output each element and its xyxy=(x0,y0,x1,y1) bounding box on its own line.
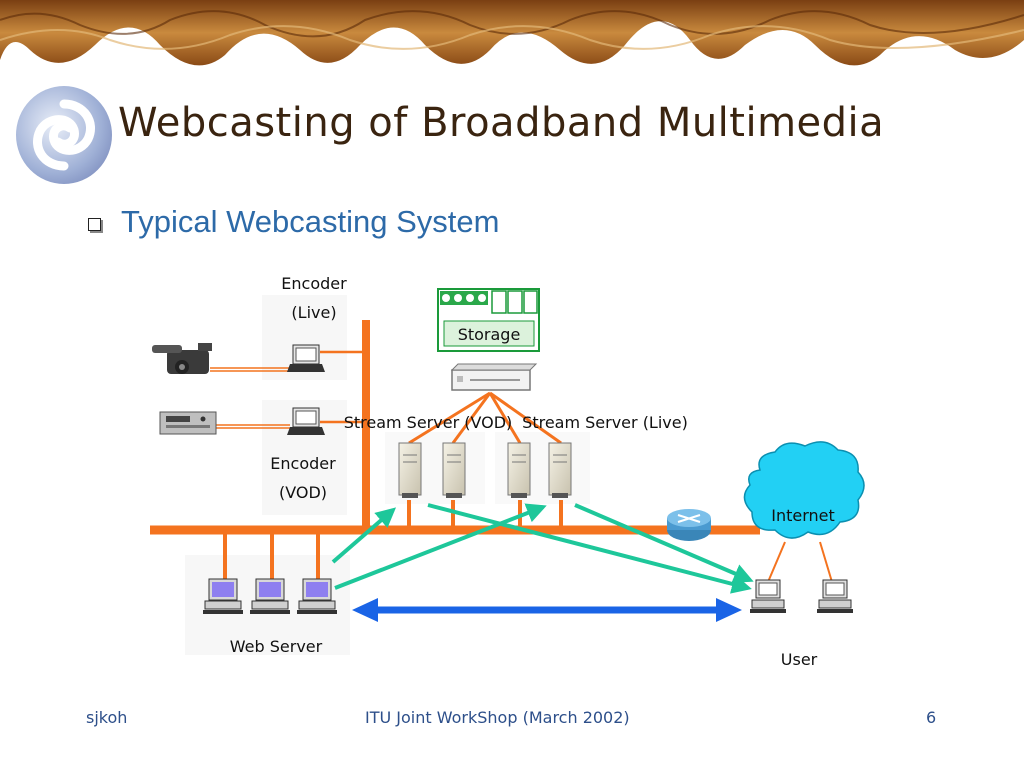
slide-title: Webcasting of Broadband Multimedia xyxy=(118,100,885,146)
data-flow-arrows xyxy=(331,503,754,594)
bullet-subtitle: Typical Webcasting System xyxy=(121,204,500,239)
storage-unit: Storage xyxy=(437,288,540,352)
video-camera-icon xyxy=(152,343,212,374)
encoder-vod-label-line1: Encoder xyxy=(270,454,336,473)
user-computer-icon xyxy=(750,579,786,613)
blue-double-arrow xyxy=(352,598,742,622)
stream-server-live-label: Stream Server (Live) xyxy=(522,413,688,432)
tower-server-icon xyxy=(398,442,422,498)
storage-link-1 xyxy=(408,391,491,445)
network-lines xyxy=(150,320,833,585)
router-icon xyxy=(667,509,711,541)
desktop-computer-icon xyxy=(250,578,290,614)
desktop-computer-icon xyxy=(297,578,337,614)
web-server-label: Web Server xyxy=(230,637,323,656)
wavy-wood-banner xyxy=(0,0,1024,66)
internet-link-1 xyxy=(767,541,786,583)
encoder-vod-label-line2: (VOD) xyxy=(279,483,327,502)
tower-server-icon xyxy=(548,442,572,498)
laptop-icon xyxy=(287,407,325,435)
storage-link-4 xyxy=(489,391,562,445)
tower-server-icon xyxy=(442,442,466,498)
encoder-live-label-line2: (Live) xyxy=(291,303,336,322)
swirl-logo-icon xyxy=(16,86,112,184)
footer-event: ITU Joint WorkShop (March 2002) xyxy=(365,708,630,727)
tower-server-icon xyxy=(507,442,531,498)
bullet-item: Typical Webcasting System xyxy=(88,204,499,240)
green-arrow-from-live-server xyxy=(574,503,754,583)
green-arrow-to-vod-server xyxy=(331,507,397,564)
storage-link-2 xyxy=(451,392,492,444)
storage-label: Storage xyxy=(458,325,521,344)
green-arrow-from-vod-server xyxy=(427,503,752,594)
encoder-live-label-line1: Encoder xyxy=(281,274,347,293)
desktop-computer-icon xyxy=(203,578,243,614)
internet-link-2 xyxy=(819,541,833,583)
storage-switch-icon xyxy=(450,363,538,391)
stream-server-vod-label: Stream Server (VOD) xyxy=(344,413,513,432)
green-arrow-to-live-server xyxy=(334,503,547,590)
footer-page-number: 6 xyxy=(926,708,937,727)
user-computer-icon xyxy=(817,579,853,613)
storage-link-3 xyxy=(488,392,522,444)
laptop-icon xyxy=(287,344,325,372)
vcr-deck-icon xyxy=(159,411,217,435)
user-label: User xyxy=(781,650,818,669)
internet-label: Internet xyxy=(771,506,835,525)
square-bullet-icon xyxy=(88,217,101,231)
footer-author: sjkoh xyxy=(86,708,128,727)
internet-cloud-icon: Internet xyxy=(743,441,865,539)
